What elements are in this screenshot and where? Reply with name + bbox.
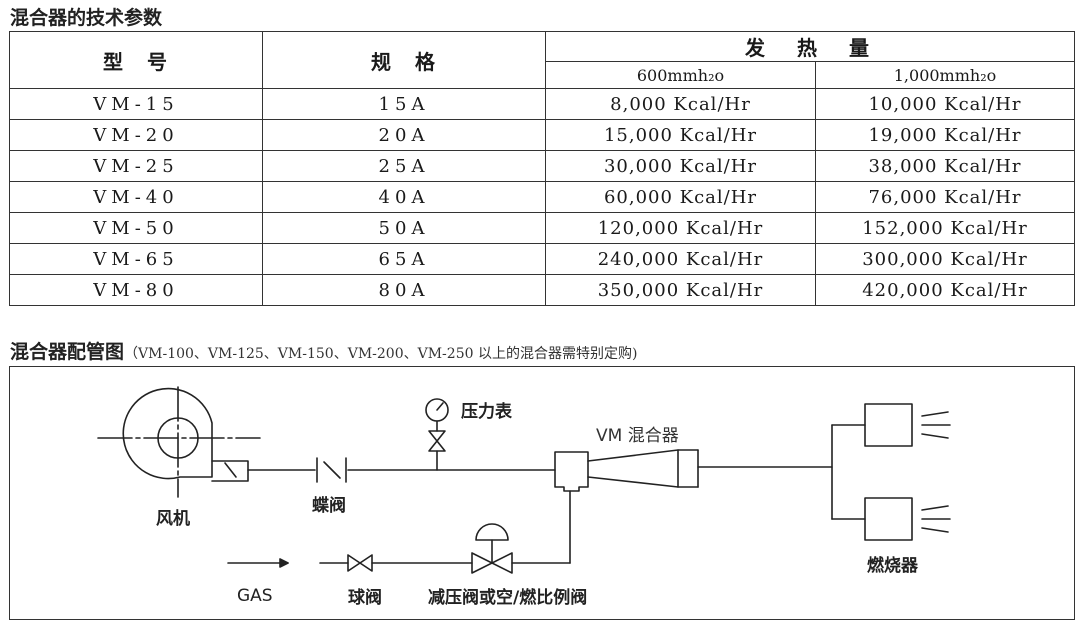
specs-title: 混合器的技术参数: [10, 7, 163, 29]
ball-valve-icon: [347, 554, 373, 572]
cell-heat-600: 350,000 Kcal/Hr: [545, 274, 816, 306]
cell-spec: 15A: [262, 88, 546, 120]
cell-heat-600: 15,000 Kcal/Hr: [545, 119, 816, 151]
cell-heat-600: 120,000 Kcal/Hr: [545, 212, 816, 244]
cell-model: VM-40: [9, 181, 263, 213]
cell-heat-1000: 10,000 Kcal/Hr: [815, 88, 1075, 120]
cell-heat-1000: 19,000 Kcal/Hr: [815, 119, 1075, 151]
header-heat-600: 600mmh₂o: [545, 61, 816, 89]
table-row: VM-40 40A 60,000 Kcal/Hr 76,000 Kcal/Hr: [9, 181, 1075, 213]
piping-title-text: 混合器配管图: [10, 341, 125, 363]
table-row: VM-65 65A 240,000 Kcal/Hr 300,000 Kcal/H…: [9, 243, 1075, 275]
cell-heat-1000: 152,000 Kcal/Hr: [815, 212, 1075, 244]
cell-spec: 80A: [262, 274, 546, 306]
cell-model: VM-20: [9, 119, 263, 151]
cell-heat-1000: 300,000 Kcal/Hr: [815, 243, 1075, 275]
fan-icon: [97, 386, 261, 498]
cell-spec: 40A: [262, 181, 546, 213]
cell-heat-600: 30,000 Kcal/Hr: [545, 150, 816, 182]
label-regulator-valve: 减压阀或空/燃比例阀: [428, 588, 588, 608]
cell-spec: 50A: [262, 212, 546, 244]
butterfly-valve-icon: [316, 457, 347, 483]
cell-heat-1000: 420,000 Kcal/Hr: [815, 274, 1075, 306]
label-pressure-gauge: 压力表: [461, 402, 512, 422]
piping-diagram-svg: [97, 386, 951, 574]
table-row: VM-50 50A 120,000 Kcal/Hr 152,000 Kcal/H…: [9, 212, 1075, 244]
cell-heat-600: 8,000 Kcal/Hr: [545, 88, 816, 120]
cell-model: VM-15: [9, 88, 263, 120]
cell-model: VM-25: [9, 150, 263, 182]
label-ball-valve: 球阀: [348, 588, 382, 608]
table-row: VM-15 15A 8,000 Kcal/Hr 10,000 Kcal/Hr: [9, 88, 1075, 120]
label-fan: 风机: [156, 509, 190, 529]
table-row: VM-20 20A 15,000 Kcal/Hr 19,000 Kcal/Hr: [9, 119, 1075, 151]
label-mixer: VM 混合器: [596, 426, 679, 446]
specs-table: 型 号 规 格 发 热 量 600mmh₂o 1,000mmh₂o VM-15 …: [9, 31, 1075, 306]
piping-note: （VM-100、VM-125、VM-150、VM-200、VM-250 以上的混…: [124, 346, 638, 362]
burner-icon: [864, 403, 951, 447]
label-gas: GAS: [237, 586, 273, 606]
cell-model: VM-50: [9, 212, 263, 244]
table-row: VM-80 80A 350,000 Kcal/Hr 420,000 Kcal/H…: [9, 274, 1075, 306]
burner-icon: [864, 497, 951, 541]
header-spec: 规 格: [262, 31, 546, 89]
mixer-icon: [554, 449, 699, 492]
cell-heat-1000: 38,000 Kcal/Hr: [815, 150, 1075, 182]
cell-spec: 65A: [262, 243, 546, 275]
piping-diagram: 压力表 VM 混合器 风机 蝶阀 燃烧器 GAS 球阀 减压阀或空/燃比例阀: [9, 366, 1075, 620]
regulator-valve-icon: [471, 523, 513, 574]
cell-spec: 20A: [262, 119, 546, 151]
cell-model: VM-80: [9, 274, 263, 306]
label-burner: 燃烧器: [867, 556, 918, 576]
piping-title: 混合器配管图（VM-100、VM-125、VM-150、VM-200、VM-25…: [10, 337, 637, 364]
header-model: 型 号: [9, 31, 263, 89]
table-row: VM-25 25A 30,000 Kcal/Hr 38,000 Kcal/Hr: [9, 150, 1075, 182]
header-heat: 发 热 量: [545, 31, 1075, 62]
cell-model: VM-65: [9, 243, 263, 275]
pressure-gauge-icon: [425, 398, 449, 471]
label-butterfly-valve: 蝶阀: [312, 496, 346, 516]
cell-heat-600: 240,000 Kcal/Hr: [545, 243, 816, 275]
cell-spec: 25A: [262, 150, 546, 182]
header-heat-1000: 1,000mmh₂o: [815, 61, 1075, 89]
cell-heat-1000: 76,000 Kcal/Hr: [815, 181, 1075, 213]
cell-heat-600: 60,000 Kcal/Hr: [545, 181, 816, 213]
